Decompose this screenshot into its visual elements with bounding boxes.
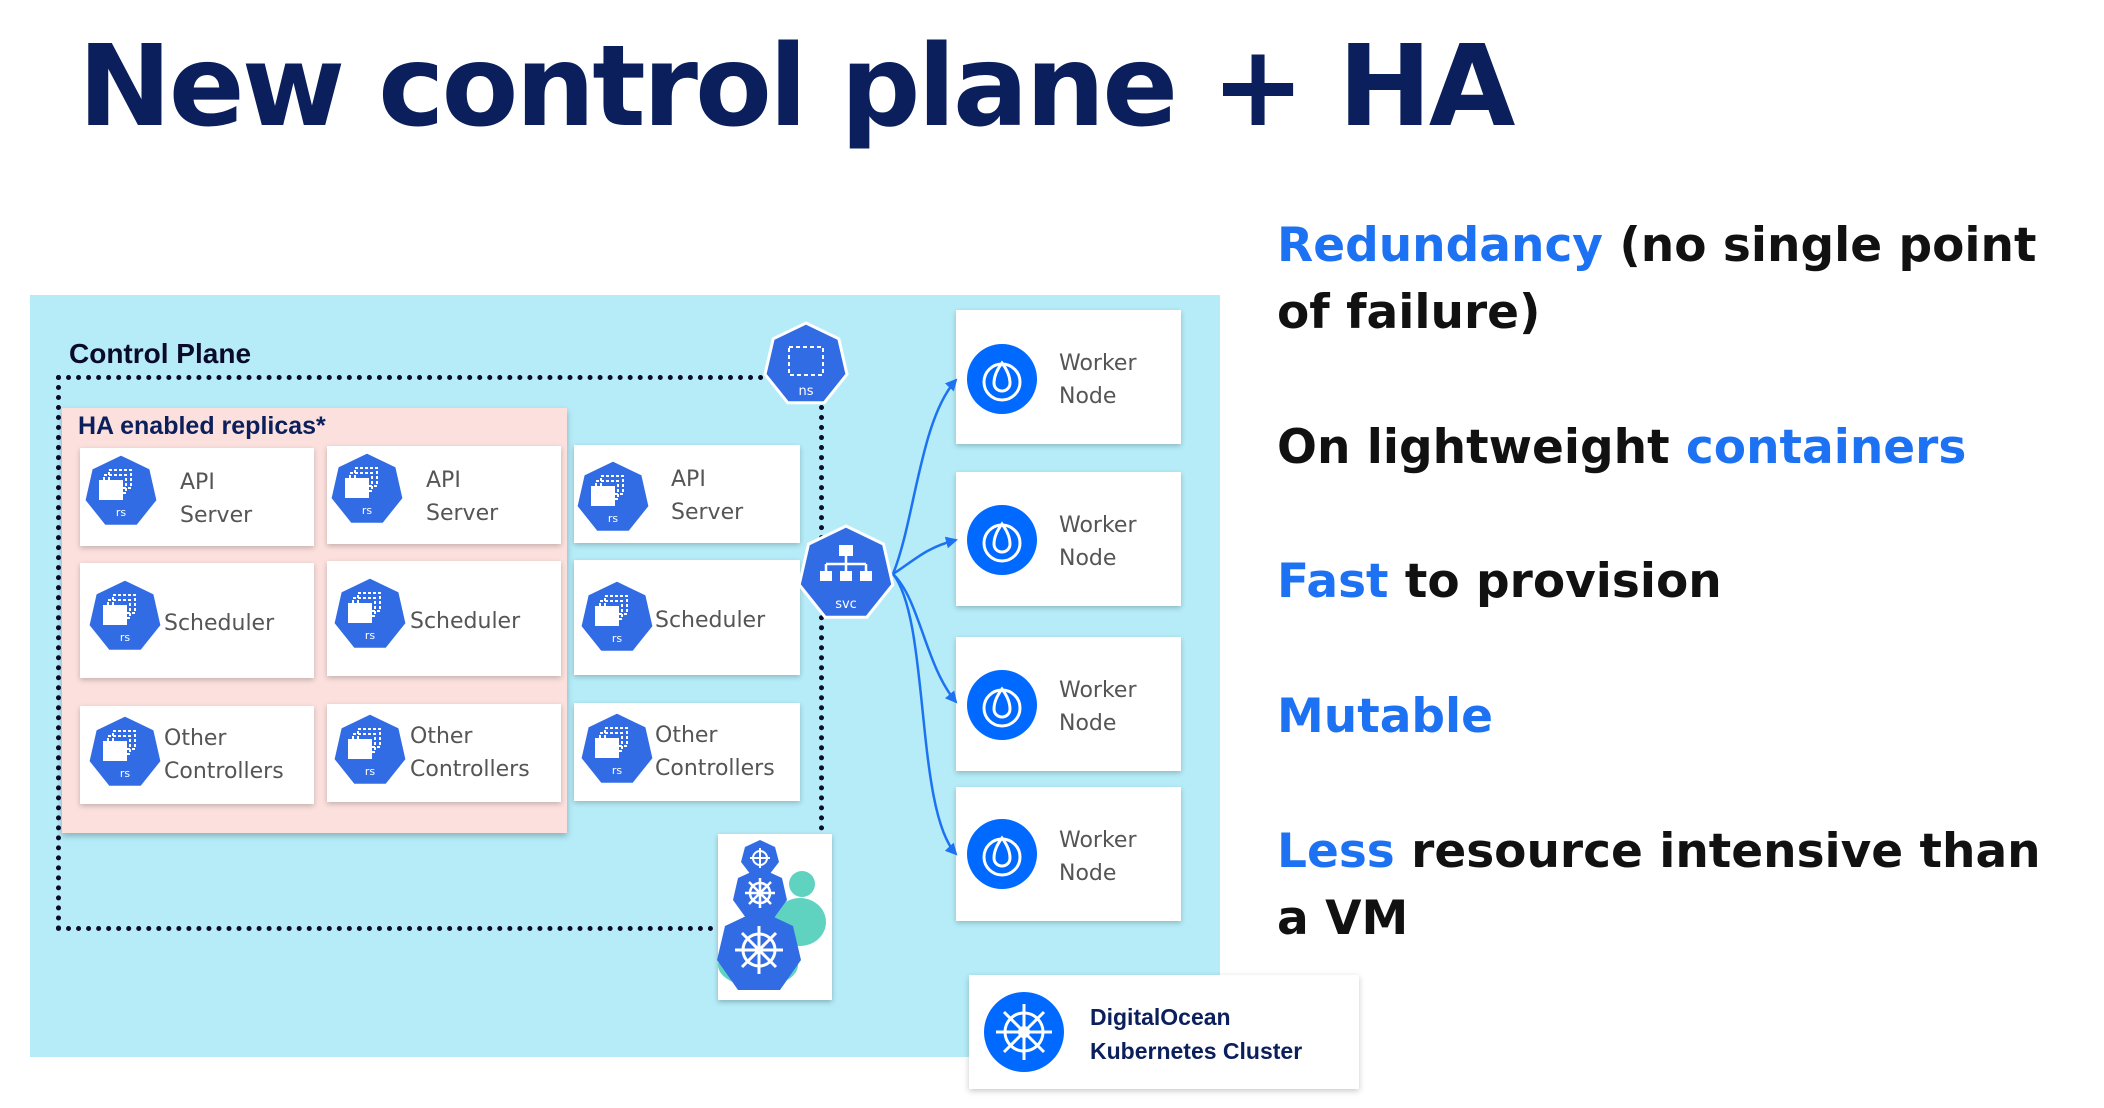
worker-node-label: Worker Node bbox=[1059, 678, 1137, 736]
bullet-text: resource intensive than a VM bbox=[1277, 824, 2041, 946]
replica-label: API Server bbox=[180, 470, 253, 528]
digitalocean-cluster-label: DigitalOcean Kubernetes Cluster bbox=[1090, 1004, 1303, 1064]
bullet-item: Redundancy (no single point of failure) bbox=[1277, 212, 2087, 346]
replica-label: API Server bbox=[426, 468, 499, 526]
droplet-icon bbox=[965, 817, 1039, 891]
droplet-icon bbox=[965, 342, 1039, 416]
worker-node-label: Worker Node bbox=[1059, 351, 1137, 409]
control-plane-label: Control Plane bbox=[69, 338, 252, 369]
service-arrow bbox=[892, 573, 958, 704]
bullet-text: to provision bbox=[1388, 554, 1722, 609]
bullet-highlight: Redundancy bbox=[1277, 218, 1603, 273]
replica-label: Other Controllers bbox=[655, 723, 775, 781]
bullet-item: Less resource intensive than a VM bbox=[1277, 818, 2087, 952]
replica-label: API Server bbox=[671, 467, 744, 525]
bullet-item: On lightweight containers bbox=[1277, 414, 2087, 481]
replicaset-icon bbox=[578, 710, 656, 786]
ha-replicas-label: HA enabled replicas* bbox=[78, 412, 326, 440]
control-plane-boundary bbox=[56, 375, 824, 931]
bullet-text: On lightweight bbox=[1277, 420, 1686, 475]
droplet-icon bbox=[965, 668, 1039, 742]
replicaset-icon bbox=[574, 458, 652, 534]
droplet-icon bbox=[965, 503, 1039, 577]
replica-label: Other Controllers bbox=[164, 726, 284, 784]
replicaset-icon bbox=[331, 711, 409, 787]
worker-node-label: Worker Node bbox=[1059, 828, 1137, 886]
namespace-icon bbox=[763, 321, 849, 405]
bullet-item: Mutable bbox=[1277, 683, 2087, 750]
bullet-text: (no single point of failure) bbox=[1277, 218, 2037, 340]
bullet-item: Fast to provision bbox=[1277, 548, 2087, 615]
replica-label: Other Controllers bbox=[410, 724, 530, 782]
slide-title: New control plane + HA bbox=[78, 22, 1515, 152]
replicaset-icon bbox=[86, 577, 164, 653]
kubernetes-helm-icon bbox=[984, 992, 1064, 1072]
replicaset-icon bbox=[578, 578, 656, 654]
namespace-badge: ns bbox=[798, 384, 813, 399]
service-badge: svc bbox=[835, 597, 857, 612]
service-arrow bbox=[892, 573, 958, 856]
replicaset-icon bbox=[82, 452, 160, 528]
replicaset-icon bbox=[331, 575, 409, 651]
bullet-highlight: containers bbox=[1685, 420, 1967, 475]
bullet-highlight: Less bbox=[1277, 824, 1395, 879]
worker-node-label: Worker Node bbox=[1059, 513, 1137, 571]
replicaset-icon bbox=[86, 713, 164, 789]
service-arrow bbox=[892, 536, 958, 576]
bullet-highlight: Mutable bbox=[1277, 689, 1494, 744]
service-arrow bbox=[891, 378, 958, 575]
bullet-highlight: Fast bbox=[1277, 554, 1389, 609]
kubernetes-mascot-icon bbox=[717, 840, 826, 990]
replica-label: Scheduler bbox=[655, 608, 766, 633]
replicaset-icon bbox=[328, 450, 406, 526]
replica-label: Scheduler bbox=[164, 611, 275, 636]
replica-label: Scheduler bbox=[410, 609, 521, 634]
service-icon bbox=[797, 524, 895, 619]
